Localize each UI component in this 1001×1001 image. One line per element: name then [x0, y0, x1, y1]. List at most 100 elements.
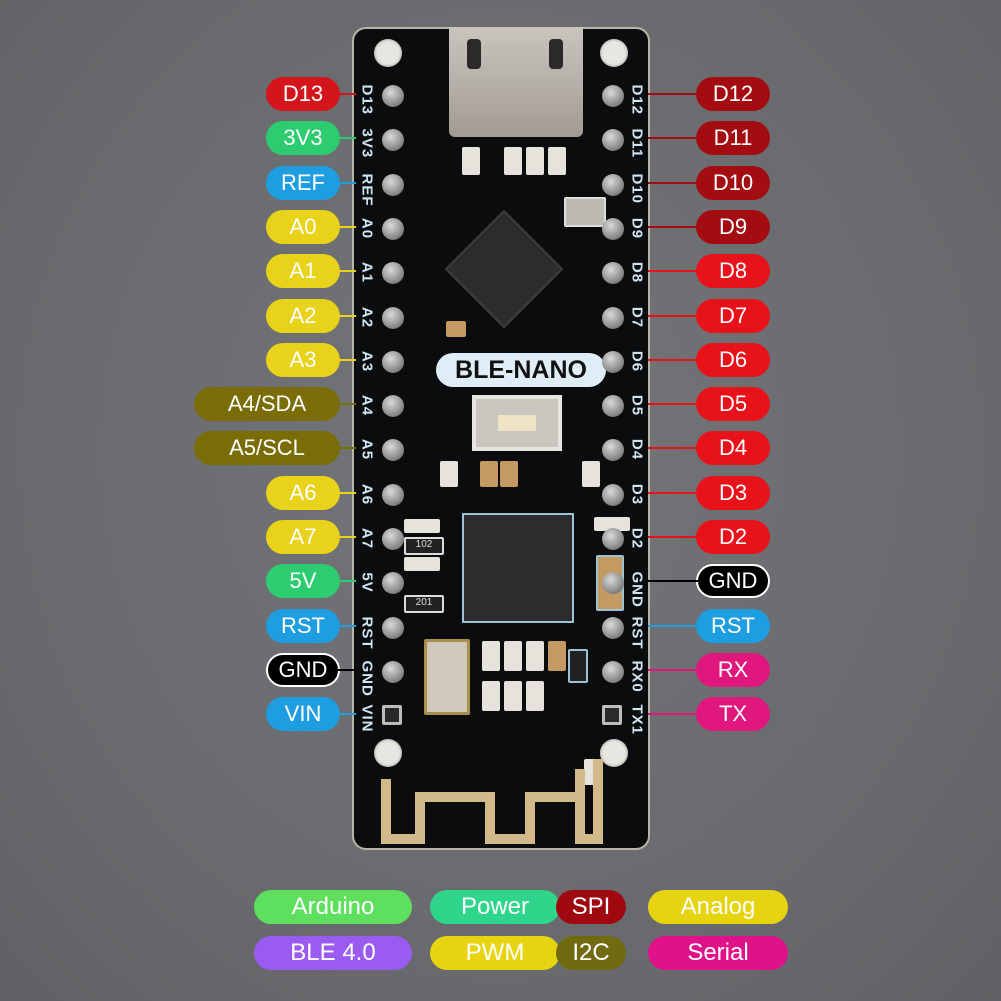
header-pin-left-3v3 [382, 129, 404, 152]
legend-item-pwm: PWM [430, 936, 560, 970]
pin-label-d6: D6 [696, 342, 770, 377]
pin-leader-line [338, 624, 356, 627]
header-pin-right-d9 [602, 217, 624, 240]
resistor-201: 201 [404, 595, 444, 613]
header-pin-left-a5 [382, 439, 404, 462]
silkscreen-label: A2 [358, 306, 376, 328]
pin-label-d8: D8 [696, 254, 770, 289]
pcb-antenna [381, 759, 603, 844]
reset-button-cap [498, 415, 536, 431]
header-pin-left-a0 [382, 217, 404, 240]
pin-label-5v: 5V [266, 564, 340, 599]
pin-leader-line [648, 447, 698, 450]
header-pin-right-d10 [602, 173, 624, 196]
silkscreen-label: VIN [358, 704, 376, 733]
silkscreen-label: 3V3 [358, 128, 376, 159]
header-pin-right-gnd [602, 572, 624, 595]
smd-component [462, 147, 480, 175]
smd-component [526, 681, 544, 711]
pin-leader-line [648, 270, 698, 273]
usb-slot [467, 39, 481, 69]
resistor-102: 102 [404, 537, 444, 555]
header-pin-left-a6 [382, 483, 404, 506]
pin-leader-line [338, 713, 356, 716]
smd-capacitor [446, 321, 466, 337]
pin-label-rx: RX [696, 652, 770, 687]
header-pin-right-d11 [602, 129, 624, 152]
pin-label-rst: RST [696, 608, 770, 643]
pin-leader-line [338, 93, 356, 95]
pin-label-d3: D3 [696, 475, 770, 510]
smd-component [482, 681, 500, 711]
pin-leader-line [648, 358, 698, 361]
silkscreen-label: D9 [628, 217, 646, 239]
silkscreen-label: D11 [628, 128, 646, 159]
header-pin-right-d2 [602, 528, 624, 550]
header-pin-right-rst [602, 616, 624, 639]
header-pin-left-5v [382, 572, 404, 595]
smd-component [594, 517, 630, 531]
header-pin-left-a7 [382, 528, 404, 550]
header-pin-right-d7 [602, 306, 624, 329]
ble-chip [462, 513, 574, 623]
smd-component [480, 461, 498, 487]
pin-label-rst: RST [266, 608, 340, 643]
header-pin-right-d12 [602, 85, 624, 107]
pin-label-a2: A2 [266, 298, 340, 333]
mounting-hole [374, 739, 402, 767]
header-pin-right-d3 [602, 483, 624, 506]
header-pin-right-d5 [602, 395, 624, 418]
led [582, 461, 600, 487]
pin-label-gnd: GND [266, 652, 340, 687]
smd-component [482, 641, 500, 671]
silkscreen-label: A0 [358, 217, 376, 239]
pin-leader-line [648, 314, 698, 317]
pin-label-d7: D7 [696, 298, 770, 333]
smd-component [404, 519, 440, 533]
pin-leader-line [338, 491, 356, 494]
header-pin-left-a4 [382, 395, 404, 418]
mounting-hole [374, 39, 402, 67]
header-pin-left-a2 [382, 306, 404, 329]
smd-component [504, 641, 522, 671]
legend-item-ble-4-0: BLE 4.0 [254, 936, 412, 970]
header-pin-right-d4 [602, 439, 624, 462]
header-pin-left-a3 [382, 350, 404, 373]
pin-leader-line [338, 536, 356, 538]
silkscreen-label: D2 [628, 527, 646, 550]
silkscreen-label: D4 [628, 439, 646, 461]
pin-label-d13: D13 [266, 77, 340, 111]
header-pin-left-d13 [382, 85, 404, 107]
pin-leader-line [648, 93, 698, 95]
pin-leader-line [338, 270, 356, 273]
pin-leader-line [338, 580, 356, 583]
pin-leader-line [648, 624, 698, 627]
silkscreen-label: D8 [628, 262, 646, 284]
header-pin-right-tx1 [602, 705, 622, 726]
silkscreen-label: D10 [628, 173, 646, 204]
silkscreen-label: REF [358, 173, 376, 207]
pin-label-a0: A0 [266, 209, 340, 244]
silkscreen-label: D12 [628, 84, 646, 116]
smd-component [526, 641, 544, 671]
silkscreen-label: A3 [358, 350, 376, 372]
header-pin-left-a1 [382, 262, 404, 285]
silkscreen-label: RX0 [628, 660, 646, 693]
pin-leader-line [648, 137, 698, 140]
pin-label-a7: A7 [266, 520, 340, 554]
pin-label-a5-scl: A5/SCL [194, 431, 340, 466]
pin-label-d9: D9 [696, 209, 770, 244]
pin-leader-line [338, 403, 356, 406]
pin-leader-line [648, 580, 698, 583]
reset-button[interactable] [472, 395, 562, 451]
board-name-label: BLE-NANO [436, 353, 606, 387]
smd-component [526, 147, 544, 175]
pin-label-a1: A1 [266, 254, 340, 289]
pin-label-a3: A3 [266, 342, 340, 377]
legend-item-arduino: Arduino [254, 890, 412, 924]
pin-label-ref: REF [266, 165, 340, 200]
smd-component [548, 147, 566, 175]
silkscreen-label: TX1 [628, 704, 646, 736]
pin-leader-line [648, 181, 698, 184]
